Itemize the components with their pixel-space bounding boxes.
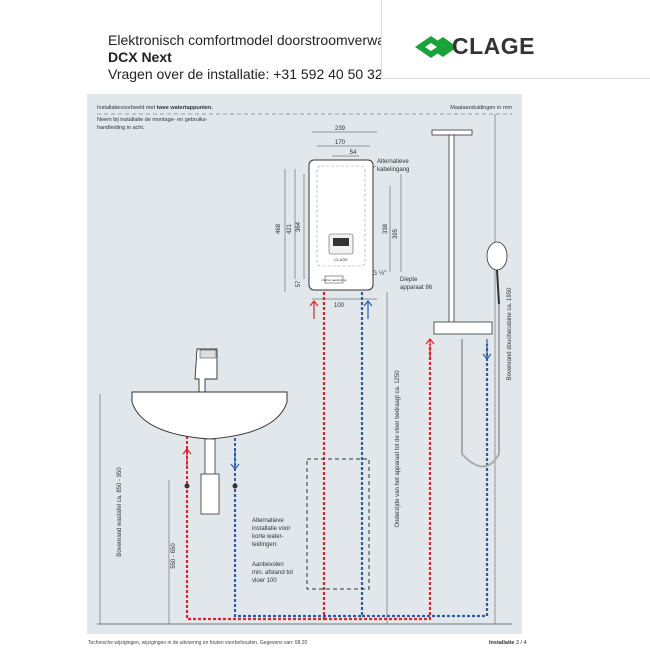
faucet-icon (194, 348, 218, 393)
svg-text:installatie voor: installatie voor (252, 526, 290, 532)
logo-text: CLAGE (452, 33, 535, 59)
logo-panel (381, 0, 650, 79)
label-550-650: 550 - 650 (171, 543, 177, 569)
dim-338: 338 (383, 223, 389, 234)
dim-364: 364 (296, 221, 302, 232)
label-depth-2: apparaat 96 (400, 285, 433, 291)
shower-hose (461, 304, 500, 468)
dim-421: 421 (287, 223, 293, 234)
dim-239: 239 (335, 126, 346, 132)
note-manual-2: handleiding in acht. (97, 125, 145, 131)
installation-sheet: Installatievoorbeeld met twee watertappu… (87, 94, 522, 634)
device-connection-label (324, 275, 344, 284)
document-title: Elektronisch comfortmodel doorstroomverw… (108, 32, 414, 48)
dim-57: 57 (296, 280, 302, 287)
cold-pipe-main (233, 292, 364, 618)
label-sink-top: Bovenrand wastafel ca. 850 - 950 (117, 467, 123, 557)
svg-text:korte water-: korte water- (252, 534, 284, 540)
sink-cold-arrow (230, 449, 240, 470)
dim-395: 395 (393, 228, 399, 239)
label-thread: G ½" (372, 269, 387, 277)
device-connection-text: Cablon aansluiting (322, 278, 347, 282)
shower-set (431, 129, 508, 468)
dim-54: 54 (350, 150, 357, 156)
label-shower-top: Bovenrand douchecabine ca. 1950 (507, 287, 513, 380)
label-underside: Onderzijde van het apparaat tot de vloer… (395, 370, 401, 528)
dim-468: 468 (276, 223, 282, 234)
note-example: Installatievoorbeeld met twee watertappu… (97, 105, 213, 111)
hot-pipe-shower (324, 344, 432, 621)
device-hot-arrow (309, 300, 319, 319)
hand-shower-icon (486, 241, 508, 271)
footer-page-number: 3 / 4 (515, 640, 527, 646)
svg-text:min. afstand tot: min. afstand tot (252, 570, 293, 576)
device-brand-text: CLAGE (334, 257, 348, 262)
model-name: DCX Next (108, 49, 172, 65)
shower-head-top (431, 129, 473, 136)
svg-text:Aanbevolen: Aanbevolen (252, 562, 284, 568)
label-cable-entry-1: Alternatieve (377, 159, 409, 165)
alternative-install-box (306, 458, 370, 590)
label-cable-entry-2: kabelingang (377, 167, 409, 173)
shower-hot-arrow (425, 338, 435, 359)
shower-cold-arrow (482, 339, 492, 360)
note-manual-1: Neem bij installatie de montage- en gebr… (97, 117, 208, 123)
installation-diagram: Installatievoorbeeld met twee watertappu… (97, 105, 513, 625)
shower-riser (448, 134, 455, 331)
label-depth-1: Diepte (400, 277, 418, 283)
device-cold-arrow (363, 300, 373, 319)
sink-cold-valve-icon (232, 483, 238, 489)
sink-hot-valve-icon (184, 483, 190, 489)
dim-100: 100 (334, 303, 345, 309)
footer-page: Installatie 3 / 4 (489, 640, 527, 646)
cold-pipe-shower (362, 344, 489, 618)
hand-shower-handle (496, 269, 500, 305)
footer-page-label: Installatie (489, 640, 515, 646)
alt-install-text: Alternatieve installatie voor korte wate… (252, 518, 293, 584)
washbasin (131, 348, 288, 515)
note-units: Maataanduidingen in mm (450, 105, 512, 111)
svg-text:Alternatieve: Alternatieve (252, 518, 284, 524)
shower-mixer (433, 321, 493, 335)
hot-pipe-main (185, 292, 326, 621)
water-heater-device: CLAGE Cablon aansluiting (308, 159, 374, 291)
installation-phone: Vragen over de installatie: +31 592 40 5… (108, 66, 383, 82)
svg-text:vloer 100: vloer 100 (252, 578, 277, 584)
dim-170: 170 (335, 140, 346, 146)
clage-logo-icon (415, 36, 457, 58)
footer-note: Technische wijzigingen, wijzigingen in d… (88, 640, 308, 646)
svg-text:leidingen:: leidingen: (252, 542, 278, 548)
sink-hot-arrow (182, 448, 192, 469)
